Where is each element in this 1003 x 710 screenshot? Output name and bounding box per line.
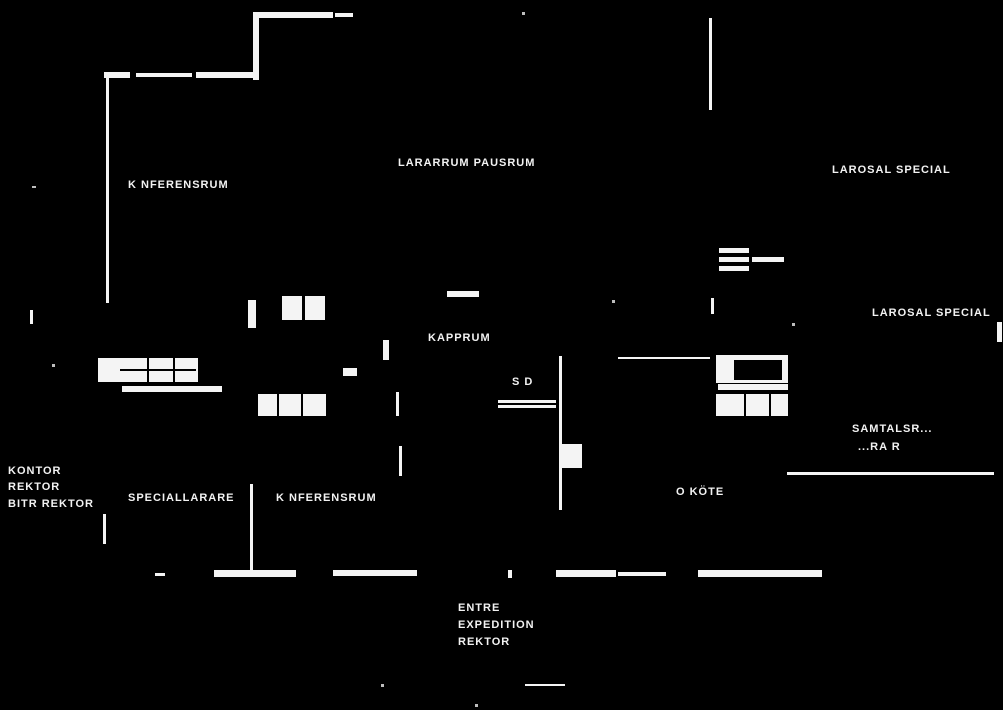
wc-block-right-lower <box>716 394 788 416</box>
wall-kontor <box>103 514 106 544</box>
wall-right-edge <box>997 322 1002 342</box>
wall-top-small <box>335 13 353 17</box>
label-bitr-rektor: BITR REKTOR <box>8 498 94 510</box>
wall-interior-3 <box>399 446 402 476</box>
label-sd: S D <box>512 376 533 388</box>
block-c <box>248 300 256 328</box>
wall-interior-6 <box>711 298 714 314</box>
wall-upper-left-2 <box>136 73 192 77</box>
facade-seg-2 <box>333 570 417 576</box>
mark-1 <box>32 186 36 188</box>
wall-top-step <box>253 12 259 80</box>
facade-seg-3 <box>556 570 616 577</box>
mark-3 <box>522 12 525 15</box>
label-entre: ENTRE <box>458 602 500 614</box>
shelf-4 <box>752 257 784 262</box>
block-d <box>258 394 326 416</box>
label-samtal-2: ...RA R <box>858 441 901 453</box>
bench-1 <box>498 400 556 403</box>
shelf-1 <box>719 248 749 253</box>
label-konferensrum-bottom: K NFERENSRUM <box>276 492 377 504</box>
label-expedition: EXPEDITION <box>458 619 535 631</box>
mark-5 <box>792 323 795 326</box>
label-larosal-2: LAROSAL SPECIAL <box>872 307 991 319</box>
shelf-2 <box>719 257 749 262</box>
label-rektor: REKTOR <box>8 481 60 493</box>
wc-hatch-right <box>718 384 788 390</box>
mark-4 <box>612 300 615 303</box>
facade-seg-4 <box>618 572 666 576</box>
label-kapprum: KAPPRUM <box>428 332 491 344</box>
label-konferensrum-top: K NFERENSRUM <box>128 179 229 191</box>
walls <box>30 12 1002 686</box>
facade-seg-6 <box>155 573 165 576</box>
wall-center-vertical <box>709 18 712 110</box>
wc-block-right-inner <box>734 360 782 380</box>
bench-2 <box>498 405 556 408</box>
label-kok: O KÖTE <box>676 485 724 498</box>
wall-interior-1 <box>250 484 253 570</box>
label-speciallarare: SPECIALLARARE <box>128 492 235 504</box>
wall-left-stub <box>30 310 33 324</box>
wall-right-horizontal <box>787 472 994 475</box>
wall-upper-left-1 <box>196 72 258 78</box>
label-lararrum: LARARRUM PAUSRUM <box>398 157 535 169</box>
mark-2 <box>52 364 55 367</box>
wall-left-vertical <box>106 78 109 303</box>
block-b <box>305 296 325 320</box>
shelf-3 <box>719 266 749 271</box>
block-g <box>447 291 479 297</box>
room-labels: K NFERENSRUM LARARRUM PAUSRUM LAROSAL SP… <box>8 157 991 648</box>
wall-interior-2 <box>396 392 399 416</box>
mark-7 <box>475 704 478 707</box>
stair-mark <box>562 444 582 468</box>
label-larosal-1: LAROSAL SPECIAL <box>832 164 951 176</box>
facade-seg-1 <box>214 570 296 577</box>
wall-top-segment <box>253 12 333 18</box>
fixtures <box>32 12 795 707</box>
label-kontor: KONTOR <box>8 465 61 477</box>
label-entre-rektor: REKTOR <box>458 636 510 648</box>
wall-interior-4 <box>559 356 562 510</box>
facade-seg-5 <box>698 570 822 577</box>
block-e <box>343 368 357 376</box>
facade-seg-7 <box>508 570 512 578</box>
block-a <box>282 296 302 320</box>
wc-hatch-left <box>122 386 222 392</box>
wall-entrance-stub <box>525 684 565 686</box>
mark-6 <box>381 684 384 687</box>
wall-interior-5 <box>618 357 710 359</box>
block-f <box>383 340 389 360</box>
wall-upper-left-3 <box>104 72 130 78</box>
label-samtal: SAMTALSR... <box>852 423 932 435</box>
